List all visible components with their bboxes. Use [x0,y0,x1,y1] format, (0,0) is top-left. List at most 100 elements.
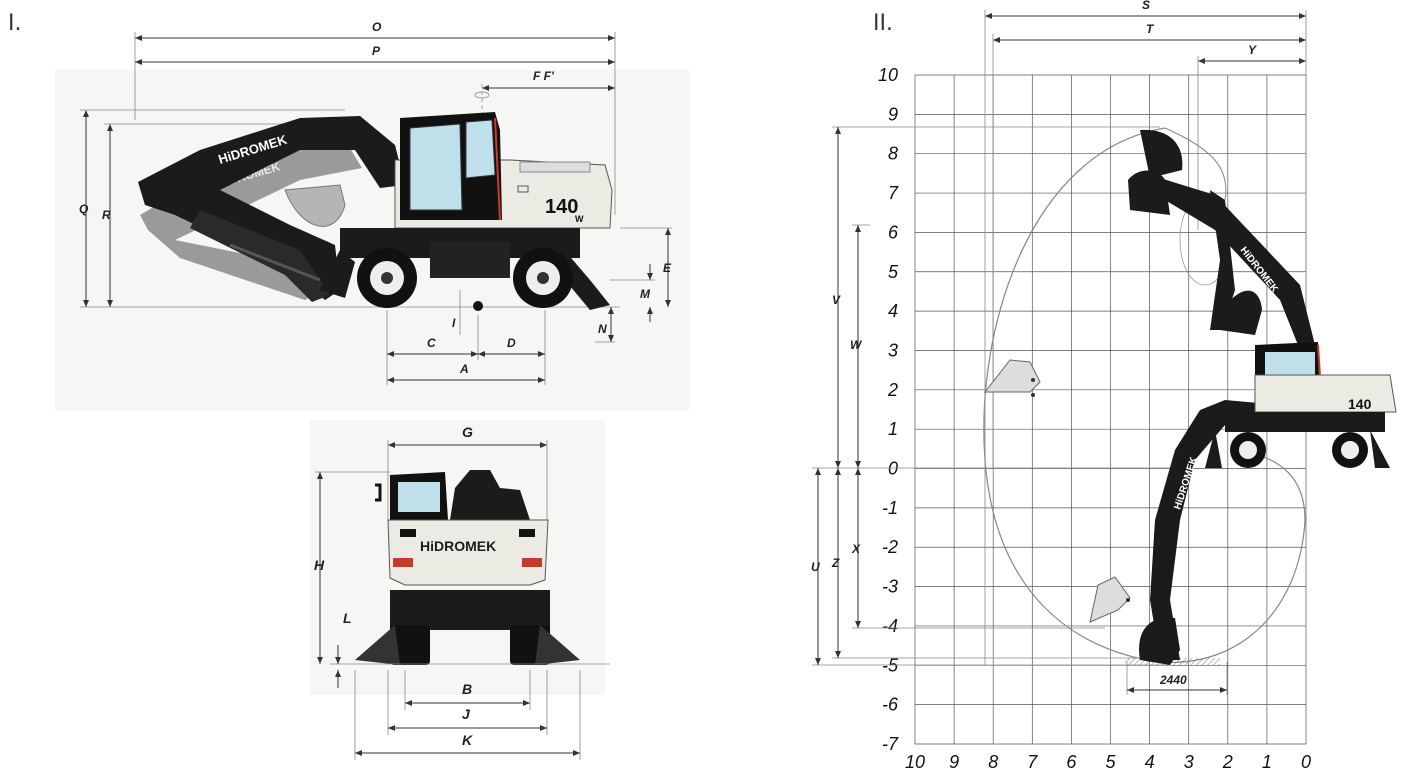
dimension-N: N [595,307,615,343]
rear-brand-text: HiDROMEK [420,538,496,554]
y-tick-label: 8 [888,144,898,164]
svg-text:A: A [459,362,469,376]
rear-counterweight [387,519,549,586]
y-tick-label: 3 [888,340,898,360]
dimension-Z: Z [831,468,1180,659]
panel-i-label: I. [8,11,21,36]
svg-text:C: C [427,336,436,350]
y-tick-label: 0 [888,459,898,479]
x-tick-label: 7 [1027,752,1038,772]
svg-text:I: I [452,316,456,330]
svg-text:S: S [1142,0,1150,12]
x-tick-label: 4 [1145,752,1155,772]
bucket-low-reach [1089,576,1131,623]
x-tick-label: 1 [1262,752,1272,772]
dimension-F: F F' [474,69,615,250]
dimension-S: S [984,0,1306,665]
svg-text:W: W [850,338,863,352]
svg-text:Y: Y [1248,43,1257,57]
dimension-C: C [386,310,546,385]
y-tick-label: 7 [888,183,899,203]
x-tick-label: 5 [1105,752,1116,772]
dimension-I: I [452,290,461,335]
y-tick-label: 1 [888,419,898,439]
svg-text:D: D [507,336,516,350]
y-tick-label: -6 [882,695,899,715]
y-tick-label: 10 [878,65,898,85]
rear-outrigger [320,250,355,298]
dimension-W: W [850,224,870,468]
model-number: 140 [545,196,578,218]
dimension-G: G [387,424,548,520]
svg-text:V: V [832,293,841,307]
rear-view-excavator: G HiDROMEK H L [310,420,610,760]
svg-text:E: E [663,261,672,275]
y-tick-label: 5 [888,262,899,282]
dimension-L: L [335,610,352,688]
svg-text:K: K [462,732,473,748]
reach-model-number: 140 [1348,396,1372,412]
dimension-U: U [811,467,1190,666]
svg-text:J: J [462,706,471,722]
x-tick-label: 3 [1184,752,1194,772]
left-outrigger-pad [355,625,400,665]
x-tick-label: 0 [1301,752,1311,772]
reach-machine-body: 140 [1205,342,1397,468]
svg-text:F F': F F' [533,69,555,83]
dimension-V: V [832,126,1160,468]
y-tick-label: -2 [882,537,898,557]
ground-clearance-point [473,301,483,311]
upper-structure: 140 W [394,112,613,229]
front-stabilizer-blade [560,245,610,310]
y-tick-label: -1 [882,498,898,518]
svg-text:O: O [372,20,382,34]
model-suffix: W [575,214,584,224]
dimension-M: M [610,264,655,322]
dimension-X: X [851,468,1105,629]
bucket-far-reach [983,359,1041,397]
svg-text:G: G [462,424,473,440]
y-tick-label: -3 [882,577,898,597]
svg-text:M: M [640,287,651,301]
undercarriage [320,228,610,311]
svg-text:R: R [102,208,111,222]
y-tick-label: 6 [888,222,899,242]
rear-engine-hood [450,470,530,520]
svg-text:U: U [811,560,820,574]
right-outrigger-pad [535,625,580,665]
x-tick-label: 6 [1066,752,1077,772]
y-tick-label: 9 [888,104,898,124]
dimension-P: P [135,44,615,65]
rear-chassis [390,590,550,630]
x-tick-label: 2 [1222,752,1233,772]
dimension-2440: 2440 [1126,662,1228,695]
svg-text:T: T [1146,22,1155,36]
dimension-R: R [80,123,620,308]
svg-text:P: P [372,44,381,58]
svg-text:N: N [598,322,607,336]
svg-text:Q: Q [79,202,89,216]
dimension-J: J [387,670,548,735]
x-tick-label: 9 [949,752,959,772]
dimension-D: D [478,336,545,357]
panel-ii-label: II. [873,11,893,36]
svg-text:L: L [343,610,352,626]
bucket-mid [1215,290,1262,335]
bucket-top [1128,129,1183,215]
side-view-excavator: O P F F' Q R HiDROMEK [55,20,690,410]
y-tick-label: 2 [887,380,898,400]
x-tick-label: 10 [905,752,925,772]
svg-text:Z: Z [831,556,840,570]
svg-text:B: B [462,681,472,697]
x-tick-label: 8 [988,752,998,772]
y-tick-label: 4 [888,301,898,321]
y-tick-label: -7 [882,734,899,754]
svg-text:2440: 2440 [1159,673,1187,687]
dimension-H: H [314,471,390,664]
rear-left-wheels [390,625,430,665]
svg-text:H: H [314,557,325,573]
dimension-T: T [992,22,1306,470]
